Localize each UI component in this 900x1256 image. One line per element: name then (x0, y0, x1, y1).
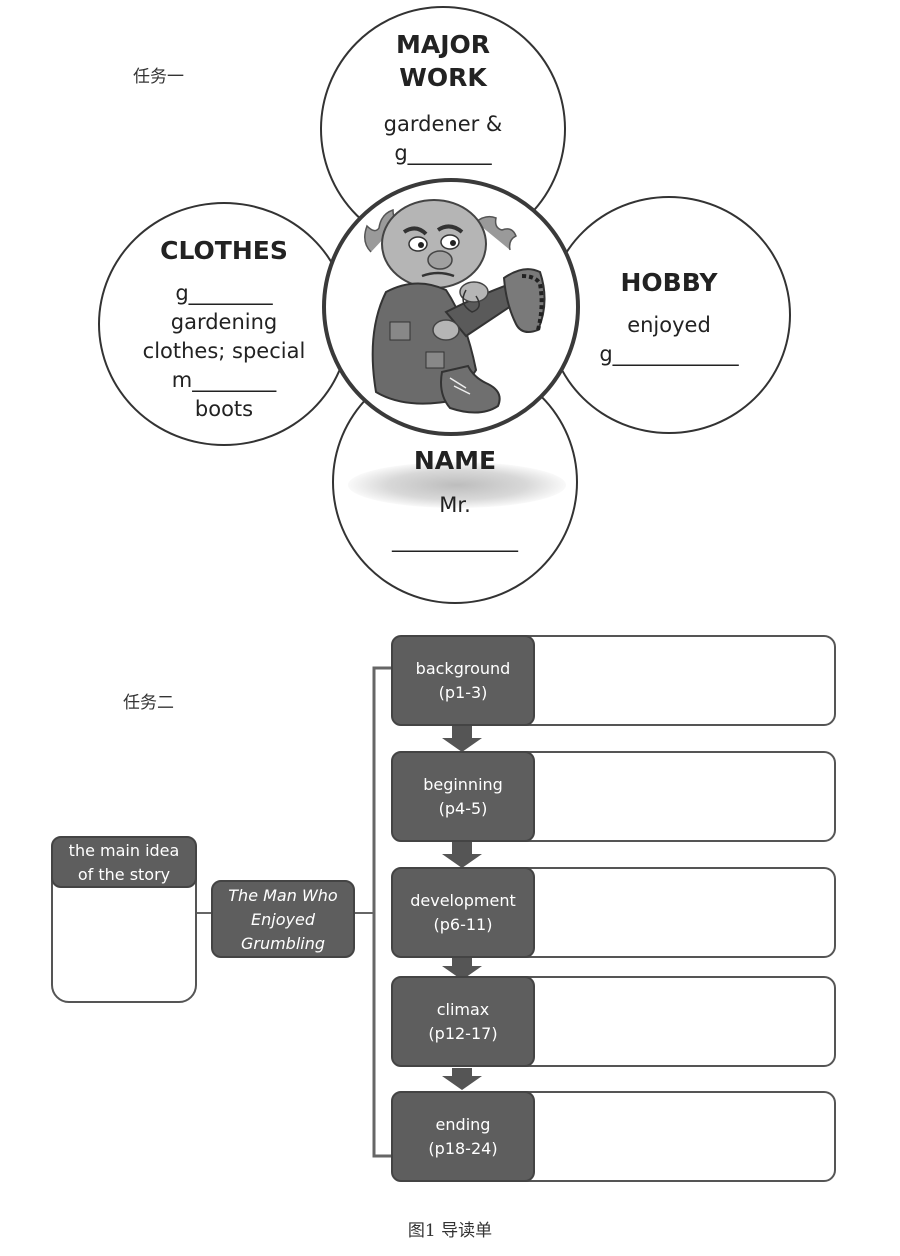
name-line-2: ____________ (392, 528, 518, 552)
stage-name: background (415, 659, 511, 678)
name-title: NAME (413, 446, 497, 475)
stage-label-beginning: beginning (p4-5) (391, 751, 535, 842)
clothes-line-2: gardening (170, 310, 278, 334)
story-title-line-3: Grumbling (240, 934, 326, 953)
stage-label-background: background (p1-3) (391, 635, 535, 726)
figure-caption: 图1 导读单 (407, 1221, 493, 1241)
stage-label-ending: ending (p18-24) (391, 1091, 535, 1182)
hobby-title: HOBBY (620, 268, 718, 297)
clothes-circle: CLOTHES g________ gardening clothes; spe… (98, 202, 350, 446)
story-title-line-2: Enjoyed (251, 910, 315, 929)
stage-name: ending (435, 1115, 491, 1134)
stage-pages: (p4-5) (438, 799, 488, 818)
story-title-box: The Man Who Enjoyed Grumbling (211, 880, 355, 958)
hobby-line-2: g____________ (599, 342, 739, 366)
down-arrows (442, 726, 482, 1090)
main-idea-label-line-1: the main idea (68, 841, 180, 860)
stage-name: beginning (423, 775, 503, 794)
main-idea-label-line-2: of the story (77, 865, 171, 884)
stage-label-development: development (p6-11) (391, 867, 535, 958)
stage-name: climax (436, 1000, 490, 1019)
hobby-circle: HOBBY enjoyed g____________ (547, 196, 791, 434)
major-work-line-2: g________ (394, 141, 492, 165)
clothes-line-5: boots (194, 397, 254, 421)
major-work-line-1: gardener & (383, 112, 503, 136)
task-two-label: 任务二 (123, 693, 174, 713)
stage-pages: (p1-3) (438, 683, 488, 702)
clothes-line-1: g________ (175, 281, 273, 305)
clothes-title: CLOTHES (160, 236, 288, 265)
stage-pages: (p12-17) (428, 1024, 498, 1043)
major-work-title-1: MAJOR (395, 30, 491, 59)
main-idea-label: the main idea of the story (51, 836, 197, 888)
story-title-line-1: The Man Who (228, 886, 338, 905)
hobby-line-1: enjoyed (627, 313, 711, 337)
task-one-label: 任务一 (133, 67, 184, 87)
stage-name: development (410, 891, 516, 910)
major-work-title-2: WORK (399, 63, 487, 92)
clothes-line-3: clothes; special (142, 339, 306, 363)
character-illustration-circle (322, 178, 580, 436)
name-shadow-ellipse (348, 462, 566, 508)
grumbling-man-illustration (364, 199, 546, 414)
stage-pages: (p6-11) (433, 915, 493, 934)
stage-label-climax: climax (p12-17) (391, 976, 535, 1067)
name-line-1: Mr. (439, 493, 471, 517)
clothes-line-4: m________ (171, 368, 277, 392)
stage-pages: (p18-24) (428, 1139, 498, 1158)
